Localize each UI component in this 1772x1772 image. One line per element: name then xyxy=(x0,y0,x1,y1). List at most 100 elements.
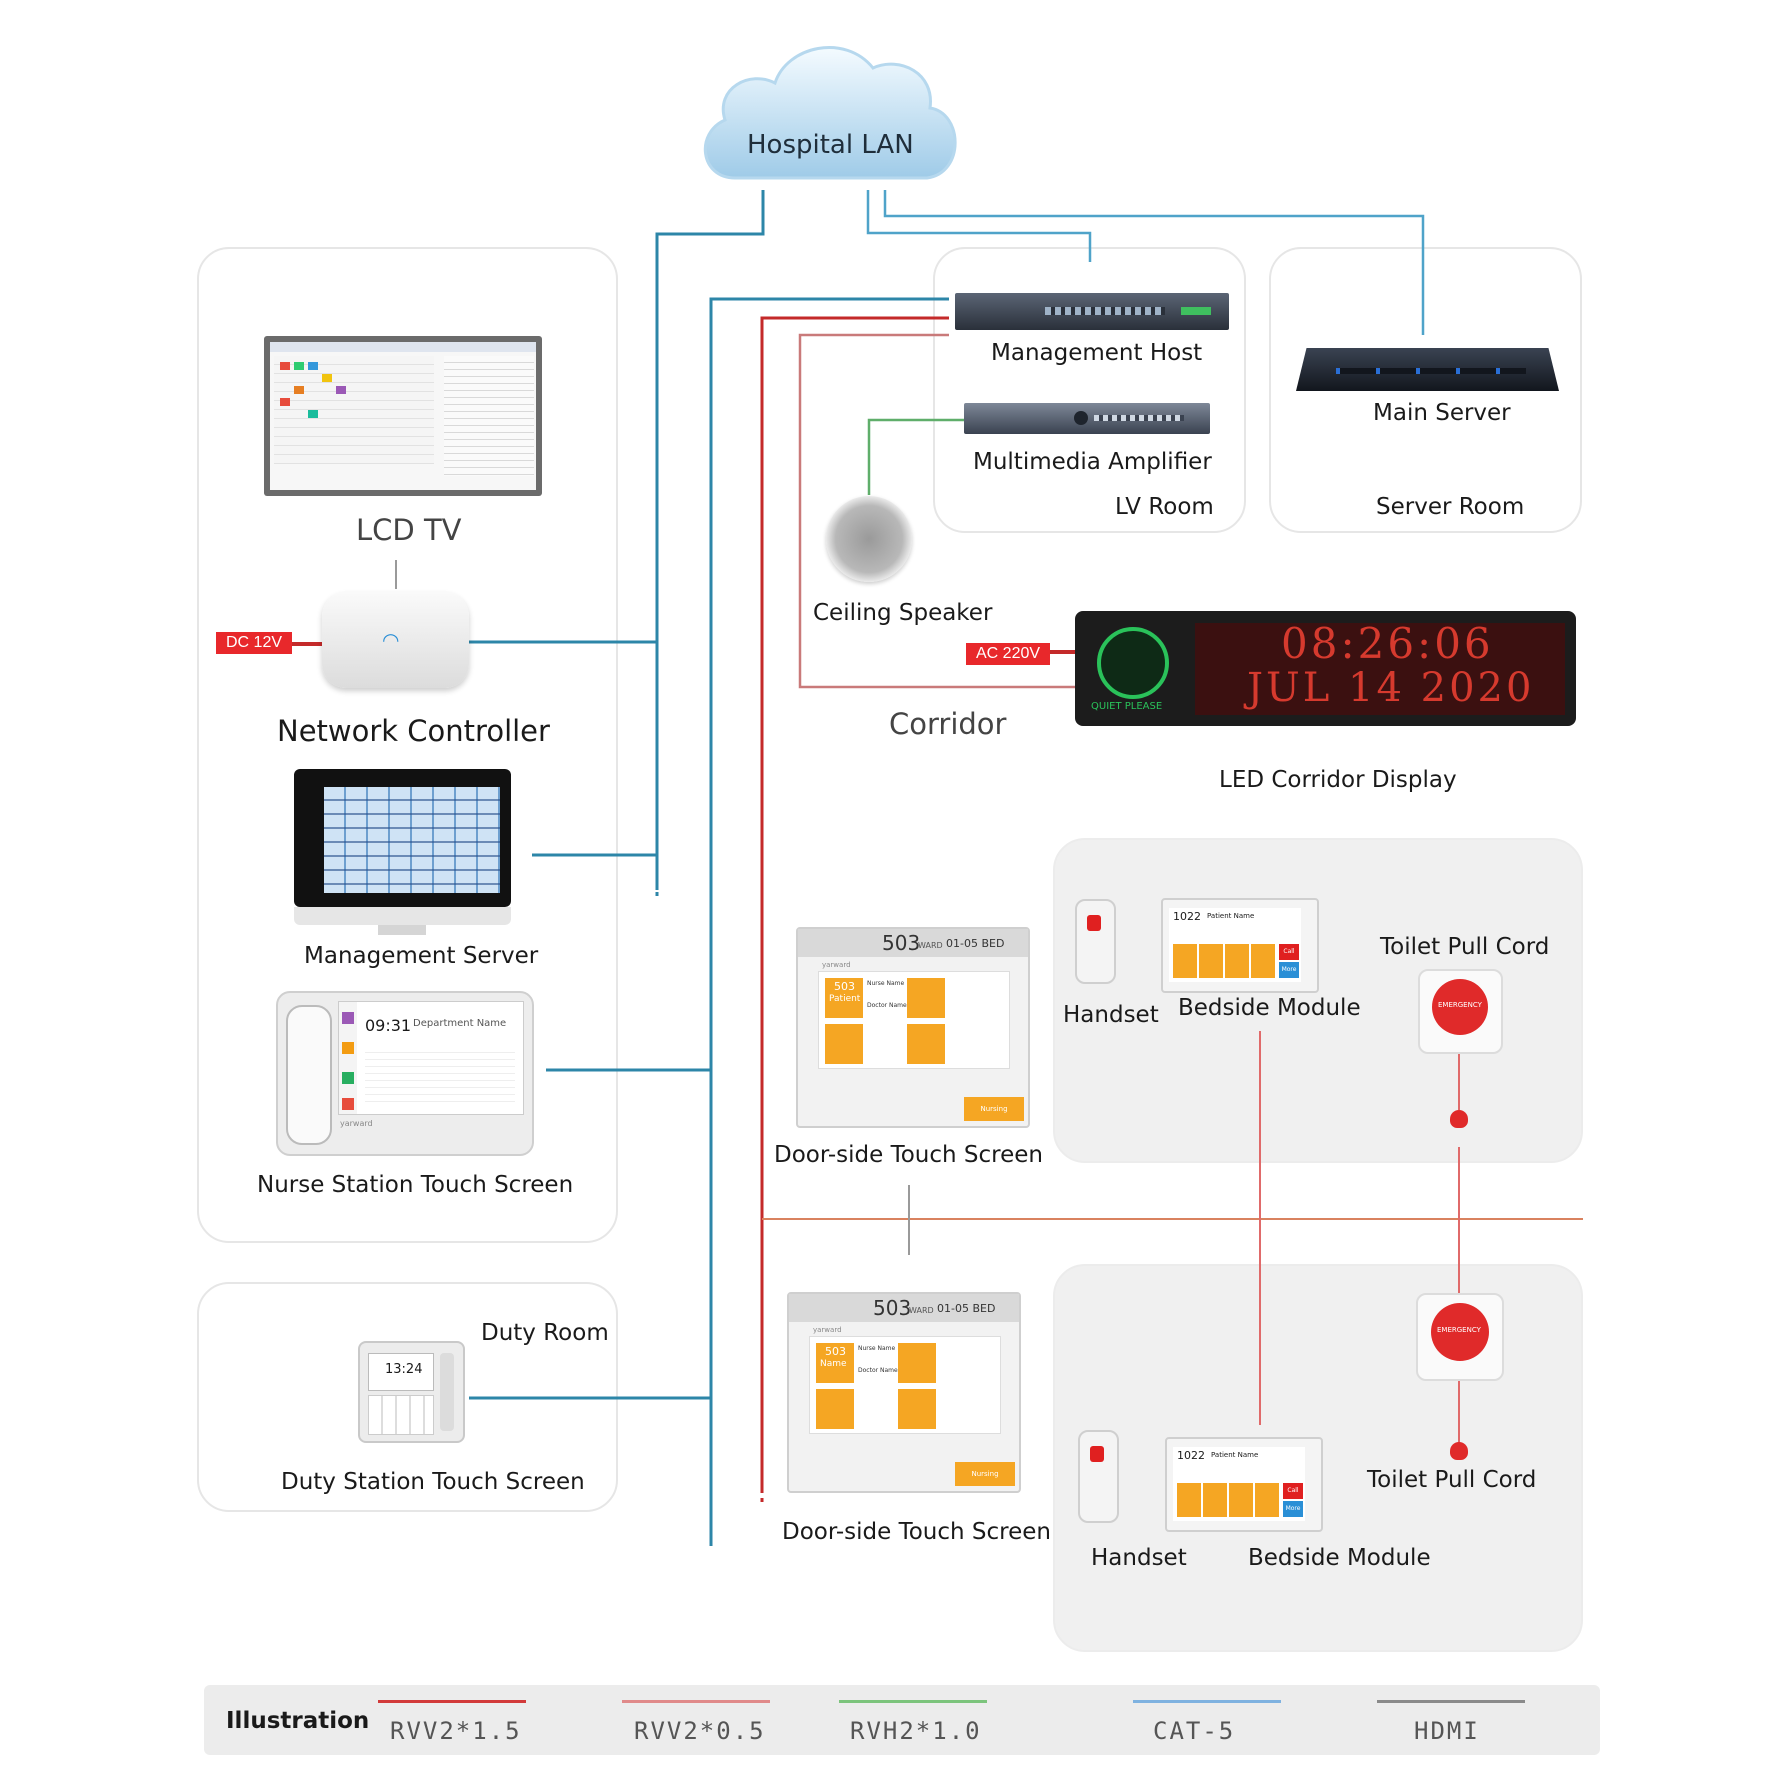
door-bed-2: 01-05 BED xyxy=(937,1302,996,1315)
bedside-bed-2: 1022 xyxy=(1177,1449,1205,1462)
legend-title: Illustration xyxy=(226,1708,370,1734)
legend-item-3: CAT-5 xyxy=(1153,1717,1236,1745)
cat5-lines xyxy=(469,190,949,1546)
quiet-please-text: QUIET PLEASE xyxy=(1091,701,1163,712)
handset-2 xyxy=(1078,1430,1119,1523)
bedside-call-button-2[interactable]: Call xyxy=(1283,1483,1303,1499)
nurse-screen-dept: Department Name xyxy=(413,1018,507,1029)
duty-station-touch-screen: 13:24 xyxy=(358,1341,465,1443)
lcd-tv xyxy=(264,336,542,496)
corridor-label: Corridor xyxy=(889,707,1007,741)
nurse-station-touch-screen: 09:31 Department Name yarward xyxy=(276,991,534,1156)
management-server-monitor xyxy=(294,769,511,907)
lcd-tv-label: LCD TV xyxy=(356,513,462,547)
management-server-label: Management Server xyxy=(304,943,539,969)
led-date: JUL 14 2020 xyxy=(1247,665,1535,711)
door-side-touch-screen-1: 503 WARD 01-05 BED yarward 503 Patient N… xyxy=(796,927,1030,1128)
bedside-module-2: 1022 Patient Name Call More xyxy=(1165,1437,1323,1532)
door-side-label-2: Door-side Touch Screen xyxy=(782,1519,1051,1545)
legend-line-4 xyxy=(1377,1700,1525,1703)
handset-1 xyxy=(1075,899,1116,984)
ceiling-speaker-label: Ceiling Speaker xyxy=(813,600,993,626)
handset-label-1: Handset xyxy=(1063,1002,1159,1028)
dc-power-tag: DC 12V xyxy=(216,632,293,654)
pull-label-1: EMERGENCY xyxy=(1438,1001,1482,1009)
bedside-module-1: 1022 Patient Name Call More xyxy=(1161,898,1319,993)
door-nurse-1: Nurse Name xyxy=(867,980,905,987)
main-server-label: Main Server xyxy=(1373,400,1511,426)
lv-room-label: LV Room xyxy=(1115,494,1214,520)
bedside-label-2: Bedside Module xyxy=(1248,1545,1431,1571)
card-reader-icon xyxy=(440,1353,454,1431)
door-cell-name-1: Patient xyxy=(829,994,861,1004)
door-ward-1: WARD xyxy=(918,941,943,950)
legend-item-1: RVV2*0.5 xyxy=(634,1717,766,1745)
door-side-touch-screen-2: 503 WARD 01-05 BED yarward 503 Name Nurs… xyxy=(787,1292,1021,1493)
emergency-button-icon[interactable]: EMERGENCY xyxy=(1431,1303,1489,1361)
duty-screen-time: 13:24 xyxy=(385,1362,423,1377)
duty-station-label: Duty Station Touch Screen xyxy=(281,1469,585,1495)
toilet-pull-label-1: Toilet Pull Cord xyxy=(1380,934,1550,960)
bedside-call-button-1[interactable]: Call xyxy=(1279,944,1299,960)
legend-item-2: RVH2*1.0 xyxy=(850,1717,982,1745)
legend-line-0 xyxy=(378,1700,526,1703)
duty-room-label: Duty Room xyxy=(481,1320,609,1346)
toilet-pull-label-2: Toilet Pull Cord xyxy=(1367,1467,1537,1493)
door-ward-2: WARD xyxy=(909,1306,934,1315)
legend-line-2 xyxy=(839,1700,987,1703)
handset-call-icon xyxy=(1087,915,1101,931)
nurse-screen-brand: yarward xyxy=(340,1119,373,1128)
handset-call-icon xyxy=(1090,1446,1104,1462)
door-doctor-2: Doctor Name xyxy=(858,1367,898,1374)
toilet-pull-cord-2: EMERGENCY xyxy=(1416,1293,1504,1381)
hospital-lan-cloud: Hospital LAN xyxy=(695,28,967,184)
bedside-more-button-2[interactable]: More xyxy=(1283,1501,1303,1517)
bedside-label-1: Bedside Module xyxy=(1178,995,1361,1021)
nurse-screen-time: 09:31 xyxy=(365,1016,412,1035)
bedside-more-button-1[interactable]: More xyxy=(1279,962,1299,978)
bedside-patient-1: Patient Name xyxy=(1207,912,1255,920)
door-cell-num-1: 503 xyxy=(834,980,855,993)
door-brand-1: yarward xyxy=(822,961,851,969)
cloud-label: Hospital LAN xyxy=(747,130,914,160)
door-nursing-button-2[interactable]: Nursing xyxy=(955,1462,1015,1486)
led-time: 08:26:06 xyxy=(1281,619,1494,668)
legend-line-1 xyxy=(622,1700,770,1703)
nurse-station-label: Nurse Station Touch Screen xyxy=(257,1172,574,1198)
multimedia-amplifier-label: Multimedia Amplifier xyxy=(973,449,1212,475)
legend-bar xyxy=(204,1685,1600,1755)
pull-cord-handle-2 xyxy=(1450,1442,1468,1460)
network-controller: ◠ xyxy=(322,592,469,688)
led-display-label: LED Corridor Display xyxy=(1219,767,1457,793)
telephone-handset-icon xyxy=(286,1005,332,1145)
ceiling-speaker xyxy=(826,496,912,582)
management-host-label: Management Host xyxy=(991,340,1203,366)
bedside-patient-2: Patient Name xyxy=(1211,1451,1259,1459)
emergency-button-icon[interactable]: EMERGENCY xyxy=(1432,979,1488,1035)
toilet-pull-cord-1: EMERGENCY xyxy=(1418,969,1503,1054)
network-controller-label: Network Controller xyxy=(277,714,550,748)
quiet-please-icon xyxy=(1097,627,1169,699)
ac-power-tag: AC 220V xyxy=(966,643,1051,665)
bedside-bed-1: 1022 xyxy=(1173,910,1201,923)
handset-label-2: Handset xyxy=(1091,1545,1187,1571)
door-doctor-1: Doctor Name xyxy=(867,1002,907,1009)
door-nursing-button-1[interactable]: Nursing xyxy=(964,1097,1024,1121)
door-nurse-2: Nurse Name xyxy=(858,1345,896,1352)
door-cell-num-2: 503 xyxy=(825,1345,846,1358)
door-side-label-1: Door-side Touch Screen xyxy=(774,1142,1043,1168)
server-room-label: Server Room xyxy=(1376,494,1525,520)
door-bed-1: 01-05 BED xyxy=(946,937,1005,950)
wifi-icon: ◠ xyxy=(382,628,400,652)
legend-item-4: HDMI xyxy=(1414,1717,1480,1745)
door-room-2: 503 xyxy=(873,1296,912,1320)
multimedia-amplifier xyxy=(964,403,1210,434)
management-host xyxy=(955,293,1229,330)
legend-line-3 xyxy=(1133,1700,1281,1703)
door-room-1: 503 xyxy=(882,931,921,955)
main-server xyxy=(1296,348,1559,391)
legend-item-0: RVV2*1.5 xyxy=(390,1717,522,1745)
door-brand-2: yarward xyxy=(813,1326,842,1334)
pull-label-2: EMERGENCY xyxy=(1437,1326,1481,1334)
